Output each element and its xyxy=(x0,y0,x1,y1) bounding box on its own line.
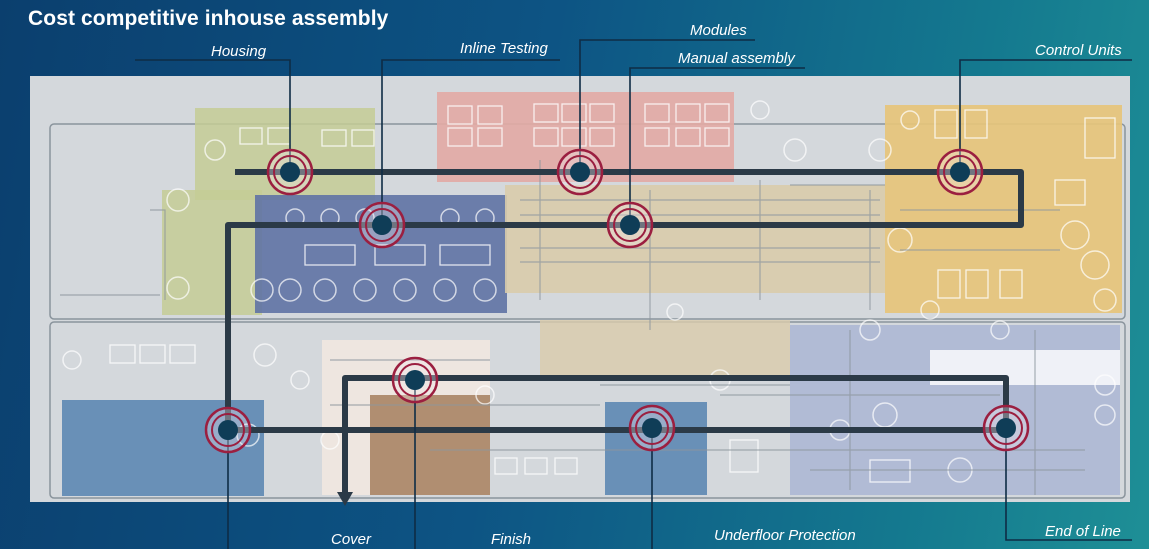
label-underfloor-protection: Underfloor Protection xyxy=(714,527,856,544)
marker-end-of-line xyxy=(982,404,1030,452)
leader-lines xyxy=(135,39,1132,549)
marker-manual-assembly xyxy=(606,201,654,249)
page-title: Cost competitive inhouse assembly xyxy=(28,7,389,30)
marker-finish xyxy=(204,406,252,454)
flow-arrow-head xyxy=(337,492,353,506)
zone-cover xyxy=(370,395,490,495)
marker-control-units xyxy=(936,148,984,196)
zone-control-units xyxy=(885,105,1122,313)
zone-housing xyxy=(195,108,375,200)
marker-cover xyxy=(391,356,439,404)
marker-modules xyxy=(556,148,604,196)
machinery-circles xyxy=(62,100,1117,483)
label-control-units: Control Units xyxy=(1035,42,1122,59)
label-cover: Cover xyxy=(331,531,372,548)
machinery-details xyxy=(109,103,1116,483)
zone-manual-assembly xyxy=(505,185,885,293)
zone-inline-testing xyxy=(255,195,507,313)
marker-inline-testing xyxy=(358,201,406,249)
label-housing: Housing xyxy=(211,43,267,60)
station-markers xyxy=(204,148,1030,454)
flow-line-lower xyxy=(342,375,1009,496)
label-manual-assembly: Manual assembly xyxy=(678,50,795,67)
marker-underfloor-protection xyxy=(628,404,676,452)
zone-center-tan xyxy=(540,320,790,380)
label-end-of-line: End of Line xyxy=(1045,523,1121,540)
zone-housing-lower xyxy=(162,190,262,315)
label-modules: Modules xyxy=(690,22,747,39)
marker-housing xyxy=(266,148,314,196)
machinery-lines xyxy=(60,160,1085,495)
label-inline-testing: Inline Testing xyxy=(460,40,548,57)
label-finish: Finish xyxy=(491,531,532,548)
